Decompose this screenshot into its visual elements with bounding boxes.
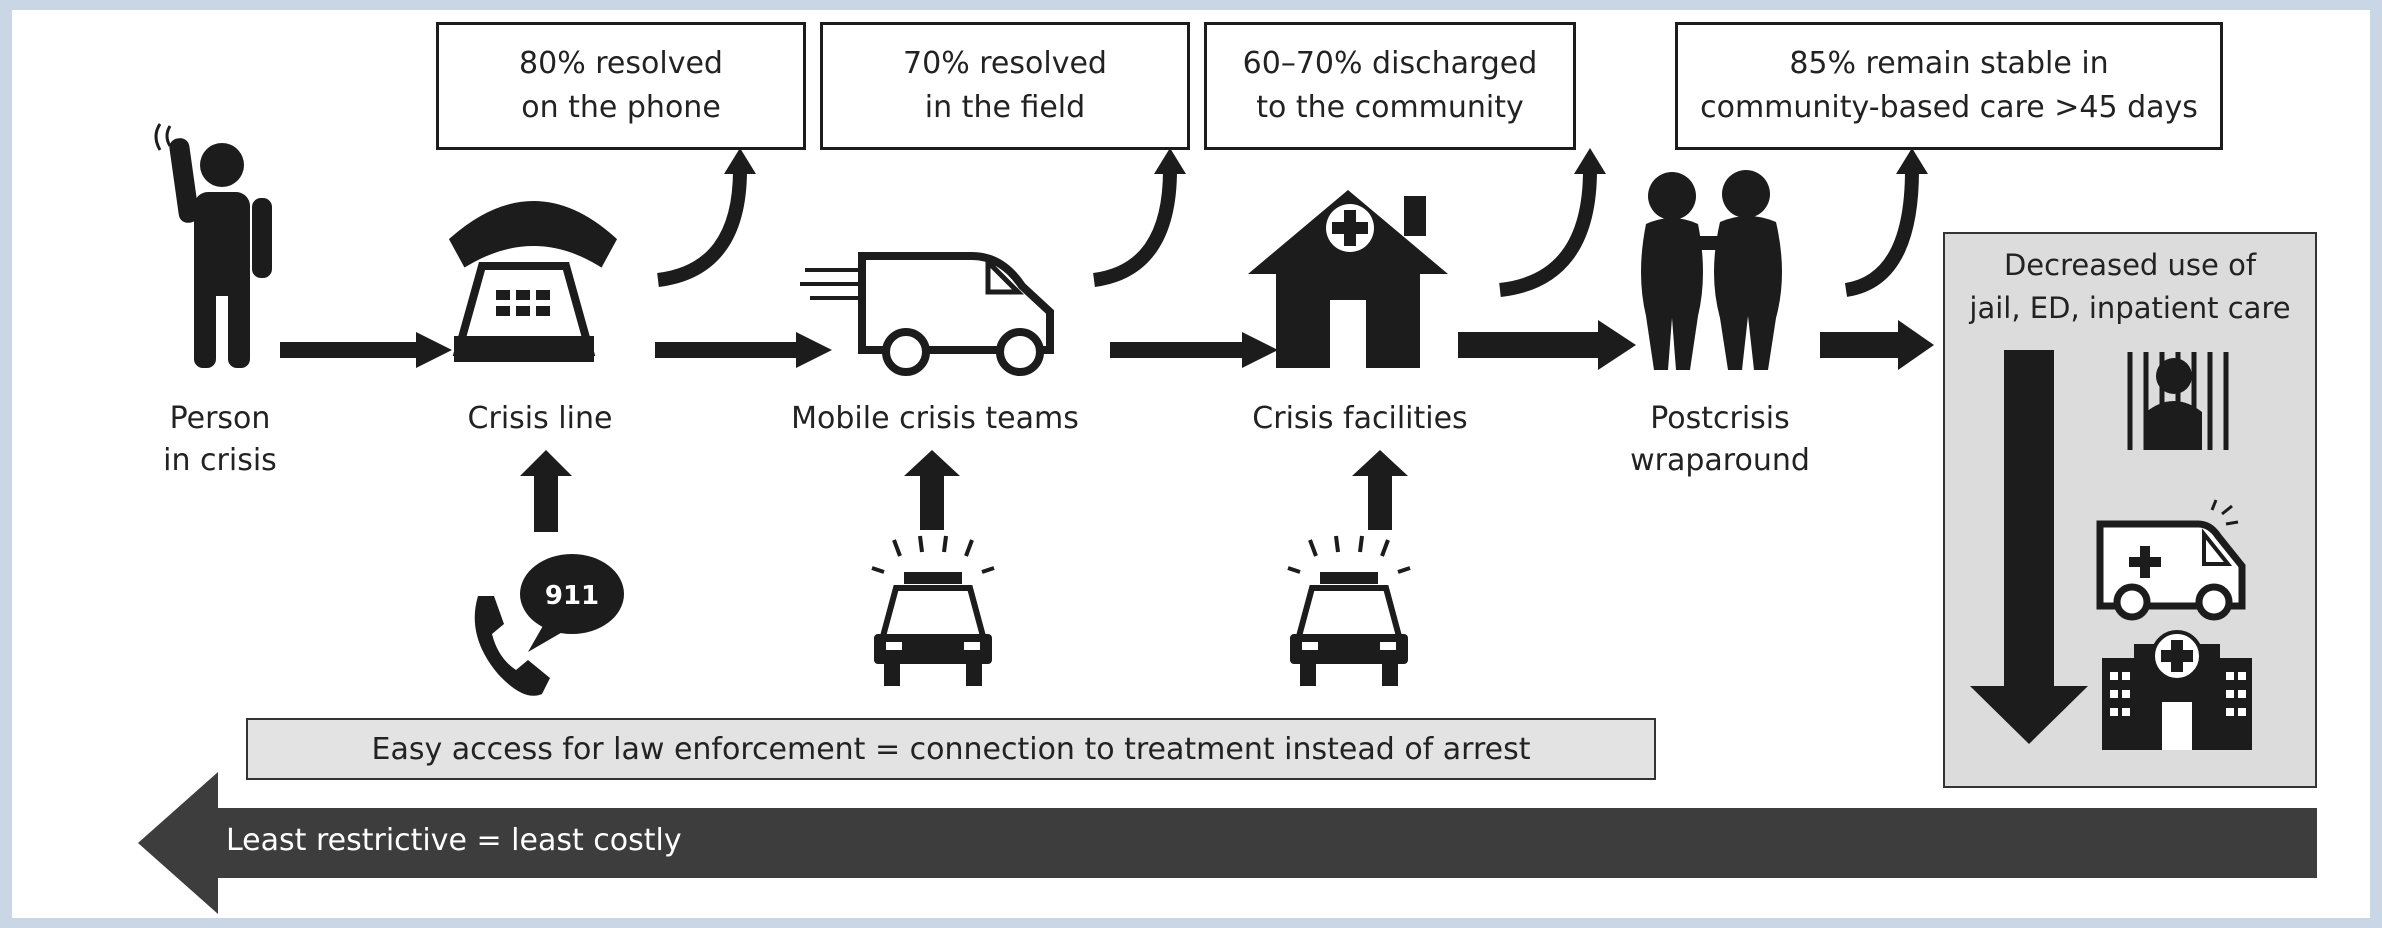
facility-house-icon [1248,190,1448,368]
stage-label-line2: wraparound [1630,443,1810,478]
stage-label-line1: Mobile crisis teams [791,401,1079,436]
stage-label-line1: Crisis line [467,401,613,436]
law-enforcement-access-bar: Easy access for law enforcement = connec… [246,718,1656,780]
outcome-text-line1: 80% resolved [519,46,723,81]
person-waving-icon [154,123,272,368]
stage-label-crisis-line: Crisis line [440,398,640,440]
flow-arrow-2 [655,332,832,368]
outcome-text-line2: on the phone [521,90,721,125]
flow-arrow-1 [280,332,452,368]
stage-label-crisis-facilities: Crisis facilities [1225,398,1495,440]
van-icon [800,252,1054,376]
stage-label-line1: Postcrisis [1650,401,1790,436]
decreased-use-line1: Decreased use of [2003,248,2257,282]
stage-label-postcrisis-wraparound: Postcrisis wraparound [1600,398,1840,482]
decrease-down-arrow [1970,350,2088,744]
decreased-use-title: Decreased use of jail, ED, inpatient car… [1945,244,2315,330]
ambulance-icon [2096,499,2246,621]
least-restrictive-label: Least restrictive = least costly [226,823,682,858]
up-arrow-facilities [1352,450,1408,530]
decreased-use-line2: jail, ED, inpatient care [1969,291,2291,325]
outcome-text-line1: 70% resolved [903,46,1107,81]
outcome-text-line2: community-based care >45 days [1700,90,2198,125]
outcome-text-line2: to the community [1256,90,1524,125]
outcome-box-stable: 85% remain stable in community-based car… [1675,22,2223,150]
up-arrow-mobile-teams [904,450,960,530]
call-badge-text: 911 [545,581,599,611]
curved-arrow-community [1499,148,1606,297]
outcome-text-line1: 85% remain stable in [1789,46,2109,81]
outcome-box-field: 70% resolved in the field [820,22,1190,150]
outcome-text-line1: 60–70% discharged [1242,46,1538,81]
police-car-icon [871,535,995,686]
outcome-box-community: 60–70% discharged to the community [1204,22,1576,150]
access-bar-text: Easy access for law enforcement = connec… [371,731,1531,767]
flow-arrow-3 [1110,332,1278,368]
least-restrictive-arrow [138,772,2317,914]
outcome-text-line2: in the field [924,90,1086,125]
flow-arrow-4 [1458,320,1636,370]
flow-arrow-5 [1820,320,1934,370]
stage-label-mobile-crisis-teams: Mobile crisis teams [775,398,1095,440]
jail-icon [2127,352,2229,450]
hospital-icon [2102,630,2252,750]
phone-911-icon: 911 [474,554,624,696]
stage-label-person-in-crisis: Person in crisis [140,398,300,482]
curved-arrow-field [1092,148,1186,287]
curved-arrow-phone [656,148,756,287]
outcome-box-phone: 80% resolved on the phone [436,22,806,150]
curved-arrow-stable [1844,148,1928,297]
stage-label-line1: Person [169,401,271,436]
stage-label-line2: in crisis [163,443,277,478]
stage-label-line1: Crisis facilities [1252,401,1468,436]
up-arrow-crisis-line [520,450,572,532]
police-car-icon [1287,535,1411,686]
telephone-icon [448,201,618,362]
two-people-icon [1641,170,1782,370]
